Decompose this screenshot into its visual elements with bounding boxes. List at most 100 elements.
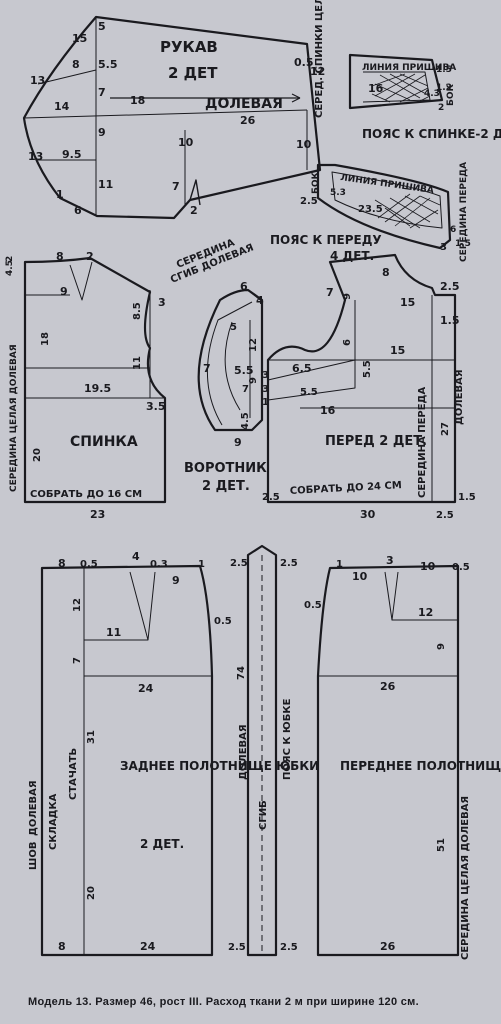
front-belt-count: 4 ДЕТ. xyxy=(330,249,374,263)
waistband-dim: 2.5 xyxy=(230,558,248,569)
skirt-back-piece xyxy=(40,564,214,957)
skirt-back-dim: 8 xyxy=(58,940,66,953)
front-bodice-piece xyxy=(266,253,457,504)
back-belt-title: ПОЯС К СПИНКЕ-2 ДЕТ. xyxy=(362,127,501,141)
skirt-back-grain: ДОЛЕВАЯ xyxy=(28,780,39,836)
skirt-back-count: 2 ДЕТ. xyxy=(140,837,184,851)
front-dim: 3 xyxy=(262,370,269,381)
collar-piece xyxy=(197,288,264,432)
front-dim: 15 xyxy=(400,296,415,309)
back-belt-dim: 1.5 xyxy=(436,65,452,75)
sleeve-dim: 15 xyxy=(72,32,87,45)
sleeve-dim: 26 xyxy=(240,114,256,127)
front-belt-dim: 2.5 xyxy=(300,196,318,207)
front-belt-center: СЕРЕДИНА ПЕРЕДА xyxy=(459,162,469,262)
front-belt-side: БОК xyxy=(311,171,321,194)
skirt-back-dim: 31 xyxy=(86,730,97,744)
skirt-back-dim: 1 xyxy=(198,559,205,570)
back-gather: СОБРАТЬ ДО 16 СМ xyxy=(30,489,142,500)
skirt-back-seam: ШОВ xyxy=(28,842,39,870)
collar-dim: 4 xyxy=(256,294,264,307)
skirt-front-dim: 12 xyxy=(418,606,433,619)
front-dim: 6.5 xyxy=(292,362,312,375)
front-dim: 3 xyxy=(262,384,269,395)
waistband-piece xyxy=(246,544,278,957)
skirt-front-piece xyxy=(316,564,460,957)
back-dim: 11 xyxy=(132,356,143,370)
back-dim: 18 xyxy=(40,332,51,346)
skirt-front-dim: 10 xyxy=(420,560,436,573)
front-dim: 27 xyxy=(440,422,451,436)
back-dim: 2 xyxy=(5,256,15,262)
back-belt-dim: 16 xyxy=(368,82,384,95)
sleeve-dim: 9.5 xyxy=(62,148,82,161)
front-dim: 5.5 xyxy=(300,387,318,398)
back-belt-line-label: ЛИНИЯ ПРИШИВА xyxy=(362,63,456,73)
sleeve-dim: 10 xyxy=(296,138,312,151)
skirt-back-stitch: СТАЧАТЬ xyxy=(68,748,79,800)
front-dim: 7 xyxy=(326,286,334,299)
back-dim: 3 xyxy=(158,296,166,309)
front-dim: 2.5 xyxy=(440,280,460,293)
skirt-front-dim: 51 xyxy=(436,838,447,852)
collar-dim: 5.5 xyxy=(234,364,254,377)
back-dim: 8 xyxy=(56,250,64,263)
back-belt-side: БОК xyxy=(446,83,456,106)
waistband-grain: ДОЛЕВАЯ xyxy=(238,724,249,780)
sleeve-dim: 0.5 xyxy=(294,56,314,69)
waistband-dim: 2.5 xyxy=(280,942,298,953)
front-dim: 9 xyxy=(342,293,353,300)
skirt-front-dim: 1 xyxy=(336,559,343,570)
back-dim: 19.5 xyxy=(84,382,111,395)
sleeve-dim: 7 xyxy=(172,180,180,193)
back-dim: 20 xyxy=(32,448,43,462)
front-dim: 30 xyxy=(360,508,376,521)
skirt-front-center: СЕРЕДИНА ЦЕЛАЯ ДОЛЕВАЯ xyxy=(460,796,471,960)
front-dim: 6 xyxy=(342,339,353,346)
collar-title: ВОРОТНИК xyxy=(184,461,267,476)
sleeve-title: РУКАВ xyxy=(160,38,218,56)
sleeve-dim: 9 xyxy=(98,126,106,139)
skirt-back-dim: 24 xyxy=(140,940,156,953)
skirt-front-dim: 10 xyxy=(352,570,368,583)
front-belt-dim: 6 xyxy=(450,225,456,235)
collar-dim: 7 xyxy=(242,384,249,395)
back-dim: 4.5 xyxy=(5,260,15,276)
sleeve-grain-arrow xyxy=(110,93,301,103)
sleeve-dim: 12 xyxy=(310,65,325,78)
skirt-back-dim: 20 xyxy=(86,886,97,900)
collar-count: 2 ДЕТ. xyxy=(202,479,250,494)
front-belt-dim: 23.5 xyxy=(358,204,383,215)
sleeve-dim: 18 xyxy=(130,94,145,107)
skirt-front-dim: 26 xyxy=(380,680,396,693)
sleeve-dim: 13 xyxy=(28,150,43,163)
front-gather: СОБРАТЬ ДО 24 СМ xyxy=(290,480,403,497)
waistband-dim: 74 xyxy=(236,666,247,680)
skirt-back-dim: 4 xyxy=(132,550,140,563)
collar-dim: 6 xyxy=(240,280,248,293)
sleeve-dim: 2 xyxy=(190,204,198,217)
sleeve-dim: 7 xyxy=(98,86,106,99)
back-dim: 9 xyxy=(60,285,68,298)
skirt-back-dim: 24 xyxy=(138,682,154,695)
collar-dim: 5 xyxy=(230,322,237,333)
sleeve-dim: 8 xyxy=(72,58,80,71)
front-dim: 5.5 xyxy=(362,360,373,378)
waistband-dim: 2.5 xyxy=(228,942,246,953)
waistband-fold: СГИБ xyxy=(258,800,269,830)
back-belt-dim: 2 xyxy=(438,103,444,113)
skirt-back-dim: 9 xyxy=(172,574,180,587)
collar-dim: 4.5 xyxy=(240,412,251,430)
front-dim: 15 xyxy=(390,344,405,357)
skirt-back-title: ЗАДНЕЕ ПОЛОТНИЩЕ ЮБКИ xyxy=(120,759,319,773)
back-dim: 8.5 xyxy=(132,302,143,320)
sleeve-dim: 5.5 xyxy=(98,58,118,71)
sleeve-dim: 6 xyxy=(74,204,82,217)
back-dim: 3.5 xyxy=(146,400,166,413)
back-dim: 23 xyxy=(90,508,105,521)
skirt-back-dim: 0.5 xyxy=(80,559,98,570)
front-dim: 2.5 xyxy=(436,510,454,521)
sleeve-dim: 10 xyxy=(178,136,194,149)
back-center: СЕРЕДИНА ЦЕЛАЯ ДОЛЕВАЯ xyxy=(9,344,19,492)
